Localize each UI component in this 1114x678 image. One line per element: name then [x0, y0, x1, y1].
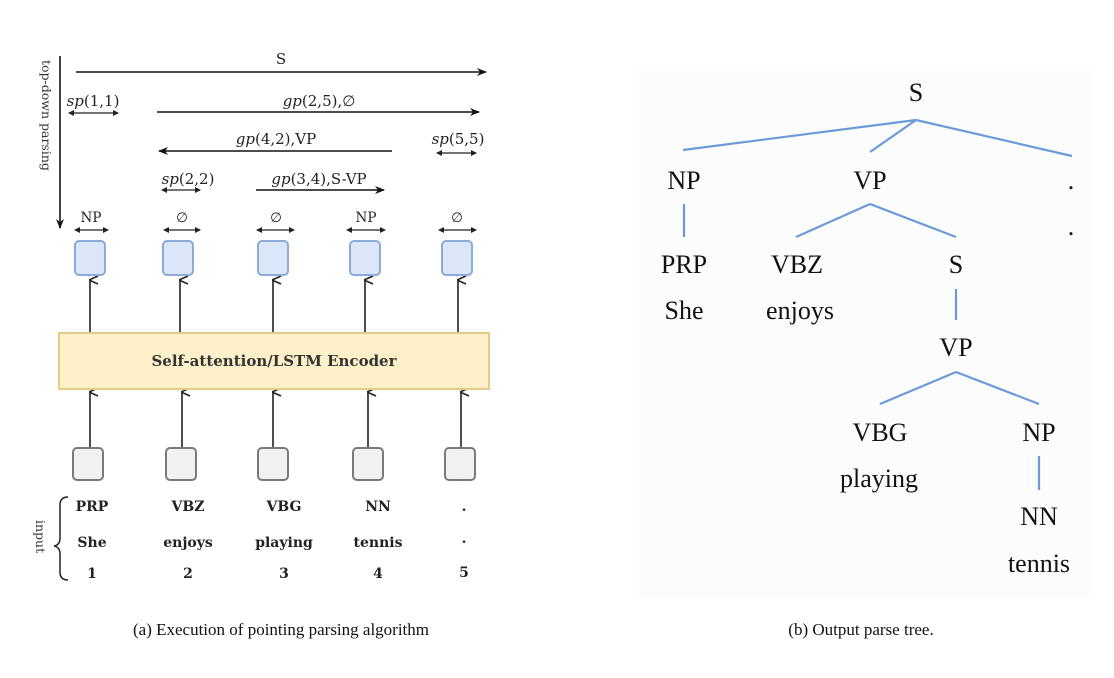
token-index: 5 [459, 565, 469, 581]
span-label-gp-3-4: gp(3,4),S-VP [271, 172, 366, 187]
output-label-5: ∅ [451, 210, 463, 226]
input-node-2 [165, 447, 197, 481]
token-tag: PRP [75, 499, 109, 515]
span-label-gp-2-5: gp(2,5),∅ [283, 94, 356, 109]
token-tag: . [461, 499, 467, 515]
edge-VP2-NP2 [955, 370, 1040, 406]
fn-suffix: ,∅ [337, 92, 356, 110]
span-label-sp-1-1: sp(1,1) [67, 94, 120, 109]
edge-VP-S [869, 202, 957, 239]
output-node-3 [257, 240, 289, 276]
tree-leaf-She: She [664, 296, 704, 325]
edge-VP-VBZ [795, 202, 871, 239]
tree-node-VBZ: VBZ [771, 250, 823, 279]
span-label-sp-2-2: sp(2,2) [162, 172, 215, 187]
fn-name: sp [66, 92, 84, 110]
tree-node-VP: VP [853, 166, 887, 195]
token-tag: VBG [266, 499, 302, 515]
figure-b-caption: (b) Output parse tree. [788, 620, 934, 639]
output-label-1: NP [80, 210, 102, 226]
fn-suffix: ,VP [290, 130, 317, 148]
token-tag: NN [365, 499, 391, 515]
input-brace-icon [53, 496, 69, 581]
tree-node-PRP: PRP [660, 250, 708, 279]
input-node-5 [444, 447, 476, 481]
fn-name: gp [235, 130, 255, 148]
input-to-encoder-arrows [90, 392, 461, 450]
output-label-4: NP [355, 210, 377, 226]
output-node-1 [74, 240, 106, 276]
fn-args: (1,1) [83, 92, 120, 110]
token-tag: VBZ [171, 499, 205, 515]
token-word: enjoys [163, 535, 213, 551]
fn-args: (3,4) [290, 170, 327, 188]
token-index: 4 [373, 566, 383, 582]
tree-leaf-punct-word: . [1067, 212, 1075, 241]
input-node-4 [352, 447, 384, 481]
tree-node-NN: NN [1020, 502, 1058, 531]
fn-name: gp [282, 92, 302, 110]
output-label-3: ∅ [270, 210, 282, 226]
encoder-label: Self-attention/LSTM Encoder [151, 352, 397, 370]
token-index: 3 [279, 566, 289, 582]
output-label-2: ∅ [176, 210, 188, 226]
fn-args: (2,2) [178, 170, 215, 188]
token-word: playing [255, 535, 313, 551]
tree-node-VBG: VBG [852, 418, 908, 447]
span-label-gp-4-2: gp(4,2),VP [236, 132, 316, 147]
tree-node-VP-inner: VP [939, 333, 973, 362]
edge-S-NP [682, 118, 917, 152]
fn-args: (5,5) [448, 130, 485, 148]
span-label-S: S [275, 50, 287, 68]
tree-node-NP: NP [667, 166, 701, 195]
figure-a-caption: (a) Execution of pointing parsing algori… [132, 620, 430, 639]
fn-suffix: ,S-VP [326, 170, 367, 188]
output-node-4 [349, 240, 381, 276]
parse-tree-panel [639, 66, 1093, 597]
encoder-to-output-arrows [90, 280, 458, 332]
token-index: 2 [183, 566, 193, 582]
span-label-sp-5-5: sp(5,5) [432, 132, 485, 147]
encoder-block: Self-attention/LSTM Encoder [58, 332, 490, 390]
edge-VP2-VBG [879, 370, 957, 406]
fn-args: (4,2) [254, 130, 291, 148]
tree-node-S-inner: S [948, 250, 964, 279]
tree-leaf-enjoys: enjoys [766, 296, 834, 325]
fn-name: sp [431, 130, 449, 148]
fn-name: sp [161, 170, 179, 188]
tree-node-NP-inner: NP [1022, 418, 1056, 447]
tree-leaf-tennis: tennis [1007, 549, 1071, 578]
edge-S-VP [869, 119, 917, 153]
token-index: 1 [87, 566, 97, 582]
tree-leaf-playing: playing [840, 464, 918, 493]
token-word: She [77, 535, 107, 551]
input-node-3 [257, 447, 289, 481]
fn-name: gp [271, 170, 291, 188]
tree-node-punct-tag: . [1067, 166, 1075, 195]
output-node-5 [441, 240, 473, 276]
output-node-2 [162, 240, 194, 276]
token-word: tennis [353, 535, 403, 551]
tree-node-S-root: S [908, 78, 924, 107]
edge-S-punct [915, 118, 1073, 158]
input-node-1 [72, 447, 104, 481]
fn-args: (2,5) [301, 92, 338, 110]
token-word: . [461, 531, 467, 547]
